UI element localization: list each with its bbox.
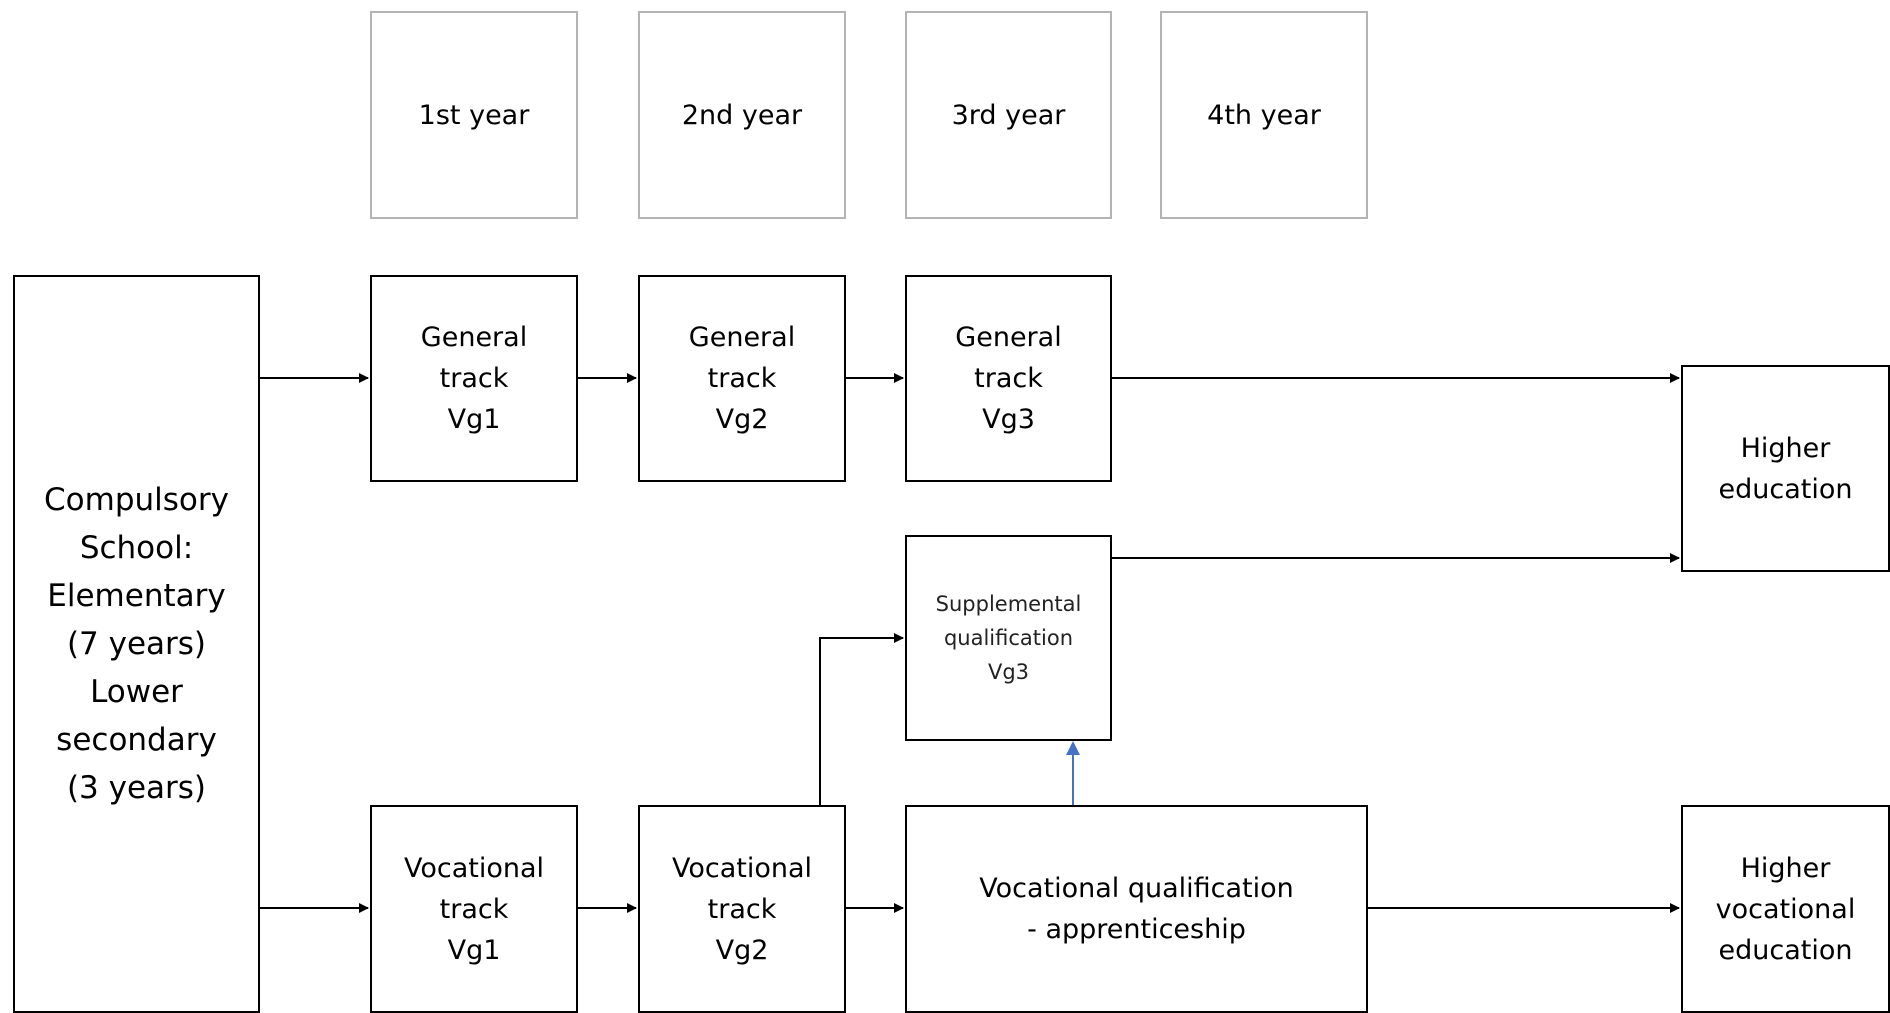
node-supplemental-qualification-label: Supplemental qualification Vg3: [935, 592, 1082, 684]
node-higher-vocational-education: Higher vocational education: [1681, 805, 1890, 1013]
year-box-4: 4th year: [1160, 11, 1368, 219]
node-general-vg1-label: General track Vg1: [420, 322, 528, 435]
node-general-vg2-label: General track Vg2: [688, 322, 796, 435]
year-label-1: 1st year: [418, 99, 530, 131]
node-higher-vocational-education-label: Higher vocational education: [1715, 852, 1856, 966]
arrow-vocational-vg2-to-supplemental: [819, 633, 904, 805]
node-compulsory-school-label: Compulsory School: Elementary (7 years) …: [44, 482, 229, 806]
node-vocational-vg2-label: Vocational track Vg2: [671, 852, 813, 966]
year-label-4: 4th year: [1207, 99, 1321, 131]
year-box-3: 3rd year: [905, 11, 1112, 219]
node-general-vg3: General track Vg3: [905, 275, 1112, 482]
node-vocational-qualification-label: Vocational qualification - apprenticeshi…: [979, 873, 1294, 945]
year-label-2: 2nd year: [681, 99, 803, 131]
node-general-vg3-label: General track Vg3: [955, 322, 1062, 435]
node-supplemental-qualification: Supplemental qualification Vg3: [905, 535, 1112, 741]
year-box-1: 1st year: [370, 11, 578, 219]
node-vocational-vg1: Vocational track Vg1: [370, 805, 578, 1013]
node-compulsory-school: Compulsory School: Elementary (7 years) …: [13, 275, 260, 1013]
year-box-2: 2nd year: [638, 11, 846, 219]
node-higher-education-label: Higher education: [1718, 432, 1853, 505]
year-label-3: 3rd year: [951, 99, 1066, 131]
arrowhead-blue: [1066, 741, 1080, 755]
node-general-vg1: General track Vg1: [370, 275, 578, 482]
node-higher-education: Higher education: [1681, 365, 1890, 572]
node-vocational-vg2: Vocational track Vg2: [638, 805, 846, 1013]
node-vocational-vg1-label: Vocational track Vg1: [403, 852, 545, 966]
node-vocational-qualification: Vocational qualification - apprenticeshi…: [905, 805, 1368, 1013]
node-general-vg2: General track Vg2: [638, 275, 846, 482]
